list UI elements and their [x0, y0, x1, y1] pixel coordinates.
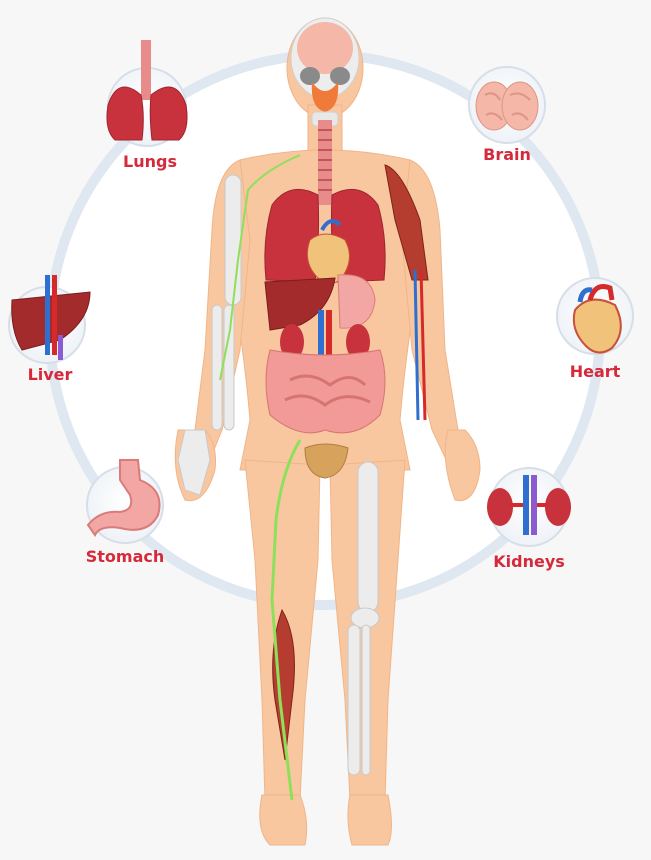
heart-icon: [572, 284, 622, 354]
stomach-badge: [86, 459, 164, 544]
arm-nerves: [219, 154, 301, 381]
lungs-label: Lungs: [123, 152, 177, 171]
body-stomach: [337, 274, 376, 329]
body-liver: [264, 277, 336, 331]
lungs-badge: [106, 40, 188, 147]
lungs-icon: [106, 40, 188, 141]
body-kidneys: [280, 310, 370, 390]
brain-label: Brain: [483, 145, 531, 164]
liver-badge: [8, 275, 91, 364]
kidneys-icon: [487, 475, 571, 535]
stomach-icon: [86, 459, 161, 537]
arm-muscles-vessels: [384, 164, 429, 421]
leg-skeleton: [347, 461, 380, 776]
heart-label: Heart: [569, 362, 621, 381]
kidneys-badge: [487, 467, 571, 547]
leg-nerves: [270, 439, 302, 801]
body-bladder: [304, 443, 349, 479]
stomach-label: Stomach: [85, 547, 165, 566]
heart-badge: [556, 277, 634, 355]
skull: [290, 17, 360, 127]
liver-label: Liver: [27, 365, 73, 384]
trachea: [318, 120, 332, 205]
brain-badge: [468, 66, 546, 144]
brain-icon: [475, 81, 539, 131]
kidneys-label: Kidneys: [493, 552, 565, 571]
body-intestines: [265, 349, 386, 434]
liver-icon: [11, 275, 91, 360]
